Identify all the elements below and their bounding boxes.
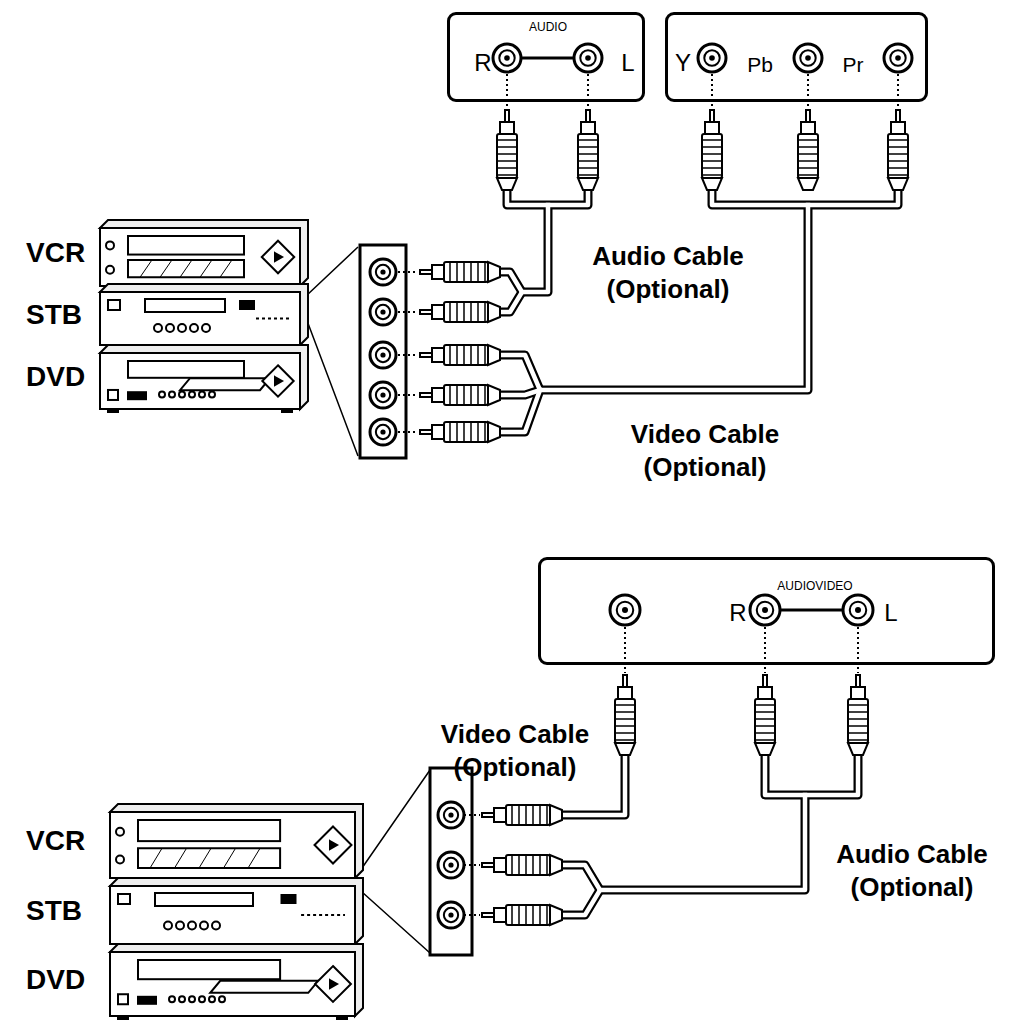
insert-guide — [764, 627, 766, 673]
insert-guide — [807, 74, 809, 108]
rca-jack — [370, 342, 396, 368]
rca-plug — [420, 385, 500, 405]
rca-plug — [702, 110, 722, 190]
rca-plug — [888, 110, 908, 190]
cable-label: Audio Cable (Optional) — [581, 240, 756, 305]
rca-plug — [848, 675, 868, 755]
rca-plug — [482, 805, 562, 825]
rca-plug — [420, 422, 500, 442]
rca-jack — [794, 44, 822, 72]
vcr-device — [110, 804, 363, 881]
stb-device — [100, 284, 308, 348]
insert-guide — [398, 431, 418, 433]
cable-label: Video Cable (Optional) — [618, 418, 793, 483]
rca-plug — [798, 110, 818, 190]
dvd-device: DVD — [20, 345, 308, 409]
rca-jack — [843, 595, 873, 625]
rca-jack — [370, 419, 396, 445]
device-label: DVD — [26, 966, 85, 994]
cable — [492, 190, 588, 312]
rca-plug — [482, 905, 562, 925]
rca-jack — [370, 299, 396, 325]
rca-plug — [420, 302, 500, 322]
insert-guide — [398, 271, 418, 273]
insert-guide — [857, 627, 859, 673]
stb-device: STB — [20, 284, 308, 345]
stb-device: STB — [20, 878, 363, 944]
cable-label: Audio Cable (Optional) — [825, 838, 1000, 903]
component-input-panel: Y Pb Pr — [665, 12, 928, 102]
vcr-device — [100, 220, 308, 289]
insert-guide — [398, 354, 418, 356]
jack-label: Pr — [843, 54, 864, 75]
rca-plug — [482, 855, 562, 875]
rca-jack — [370, 259, 396, 285]
device-label: VCR — [26, 239, 85, 267]
rca-jack — [884, 44, 912, 72]
rca-jack — [438, 852, 464, 878]
insert-guide — [398, 311, 418, 313]
callout-line — [306, 247, 358, 456]
insert-guide — [711, 74, 713, 108]
jack-label: AUDIO — [529, 21, 567, 33]
rca-jack — [750, 595, 780, 625]
device-label: STB — [26, 301, 82, 329]
jack-label: Y — [675, 51, 691, 75]
device-label: DVD — [26, 363, 85, 391]
vcr-device: VCR — [20, 220, 308, 286]
jack-label: L — [621, 51, 634, 75]
callout-line — [362, 770, 430, 953]
stereo-link — [521, 57, 574, 60]
jack-label: R — [474, 51, 491, 75]
rca-plug — [420, 345, 500, 365]
av-input-panel: AUDIOVIDEO R L — [538, 557, 995, 665]
stb-device — [110, 878, 363, 947]
insert-guide — [464, 814, 480, 816]
rca-plug — [497, 110, 517, 190]
stereo-link — [779, 609, 844, 612]
rca-plug — [755, 675, 775, 755]
cable-label: Video Cable (Optional) — [428, 718, 603, 783]
device-label: VCR — [26, 827, 85, 855]
jack-label: AUDIOVIDEO — [777, 580, 852, 592]
insert-guide — [464, 914, 480, 916]
jack-label: Pb — [747, 54, 773, 75]
insert-guide — [624, 627, 626, 673]
rca-jack — [698, 44, 726, 72]
rca-plug — [420, 262, 500, 282]
vcr-device: VCR — [20, 804, 363, 878]
rca-jack — [438, 902, 464, 928]
cable — [552, 755, 858, 915]
cable — [492, 190, 898, 432]
insert-guide — [464, 864, 480, 866]
rca-jack — [370, 382, 396, 408]
device-jack-panel — [430, 768, 472, 955]
rca-jack — [493, 44, 521, 72]
insert-guide — [897, 74, 899, 108]
dvd-device: DVD — [20, 944, 363, 1016]
rca-plug — [615, 675, 635, 755]
jack-label: R — [729, 601, 746, 625]
device-jack-panel — [360, 245, 406, 458]
rca-jack — [610, 595, 640, 625]
dvd-device — [100, 345, 308, 412]
jack-label: L — [884, 601, 897, 625]
rca-plug — [578, 110, 598, 190]
device-label: STB — [26, 897, 82, 925]
insert-guide — [398, 394, 418, 396]
audio-input-panel: AUDIO R L — [447, 12, 645, 102]
insert-guide — [587, 74, 589, 108]
rca-jack — [438, 802, 464, 828]
dvd-device — [110, 944, 363, 1019]
rca-jack — [574, 44, 602, 72]
insert-guide — [506, 74, 508, 108]
